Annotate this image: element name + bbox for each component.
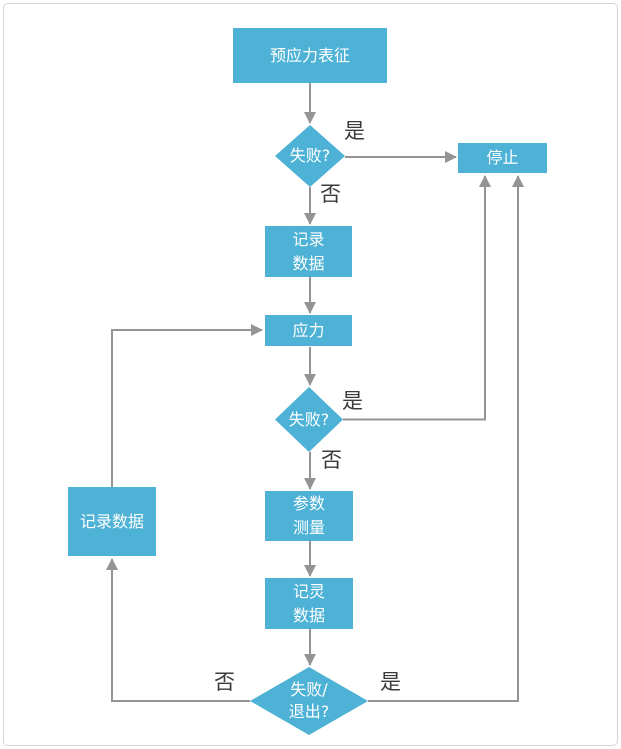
edge-label-yes-3: 是 [380, 670, 401, 694]
process-label: 参数 测量 [292, 494, 325, 537]
connector-record-left-to-stress [111, 324, 263, 487]
connector-decision2-yes-to-stop [343, 175, 491, 421]
process-parameter-measurement: 参数 测量 [265, 491, 353, 541]
edge-label-yes-1: 是 [344, 119, 365, 143]
process-record-data-2: 记灵 数据 [265, 578, 353, 629]
process-label: 记录数据 [79, 511, 144, 531]
process-record-data-1: 记录 数据 [265, 226, 352, 277]
process-record-data-left: 记录数据 [68, 487, 156, 556]
edge-label-no-1: 否 [320, 182, 341, 206]
process-label: 记录 数据 [292, 229, 325, 273]
edge-label-yes-2: 是 [342, 389, 363, 413]
decision-label: 失败? [288, 409, 330, 429]
decision-label: 失败? [289, 146, 331, 166]
edge-label-no-2: 否 [321, 448, 342, 472]
connector-decision3-yes-to-stop [368, 175, 524, 702]
process-stress: 应力 [265, 315, 352, 346]
process-label: 停止 [486, 148, 519, 167]
edge-label-no-3: 否 [214, 670, 235, 694]
process-stop: 停止 [458, 143, 547, 173]
process-label: 预应力表征 [269, 45, 350, 65]
decision-label: 失败/ 退出? [288, 680, 330, 721]
connector-decision3-no-to-record-left [106, 558, 250, 702]
process-label: 应力 [292, 320, 325, 340]
process-label: 记灵 数据 [292, 581, 325, 625]
process-prestress-characterization: 预应力表征 [233, 28, 387, 83]
